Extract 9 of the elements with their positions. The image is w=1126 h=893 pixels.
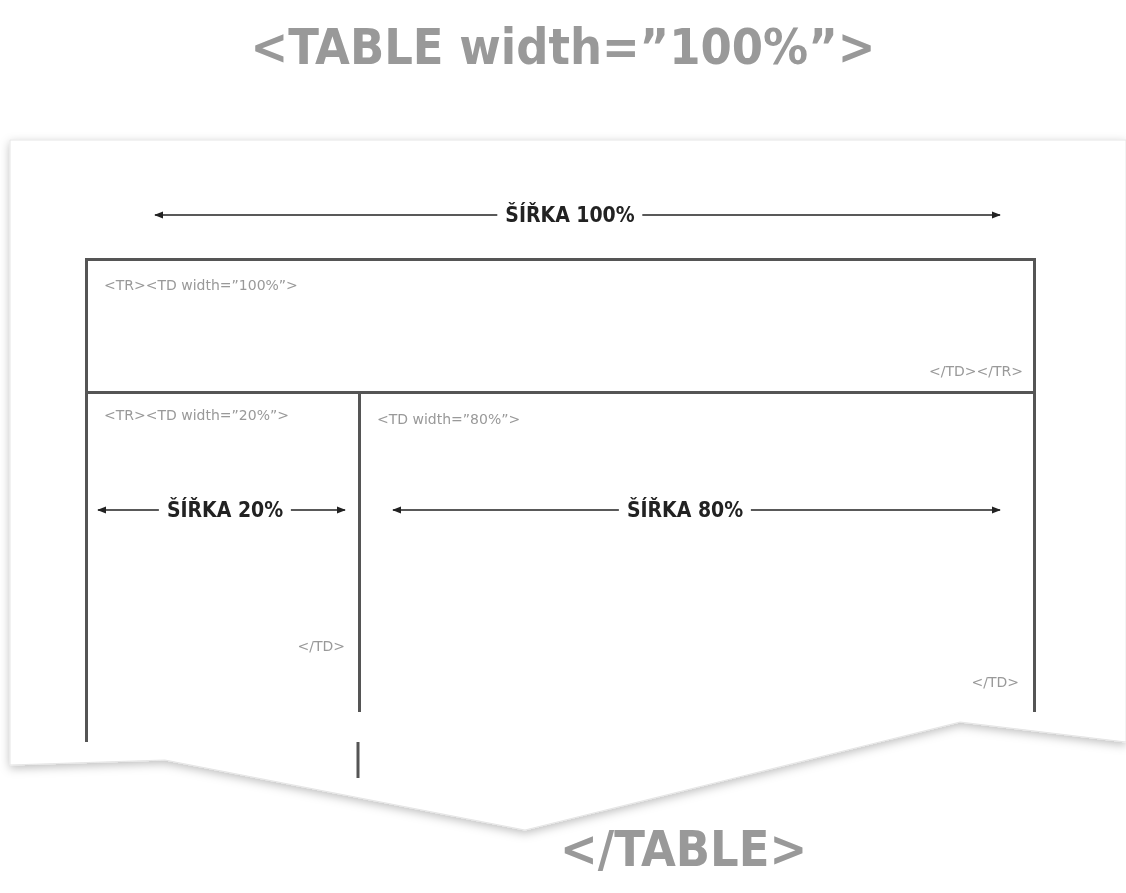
html-tag-text: <TR><TD width=”100%”> [104,277,298,293]
table-cell [85,258,1036,394]
html-tag-text: </TD></TR> [929,363,1023,379]
closing-tag: </TABLE> [560,820,808,878]
html-tag-text: </TD> [297,638,345,654]
html-tag-text: <TR><TD width=”20%”> [104,407,289,423]
html-tag-text: </TD> [971,674,1019,690]
html-tag-text: <TD width=”80%”> [377,411,521,427]
page-title: <TABLE width=”100%”> [249,18,877,76]
